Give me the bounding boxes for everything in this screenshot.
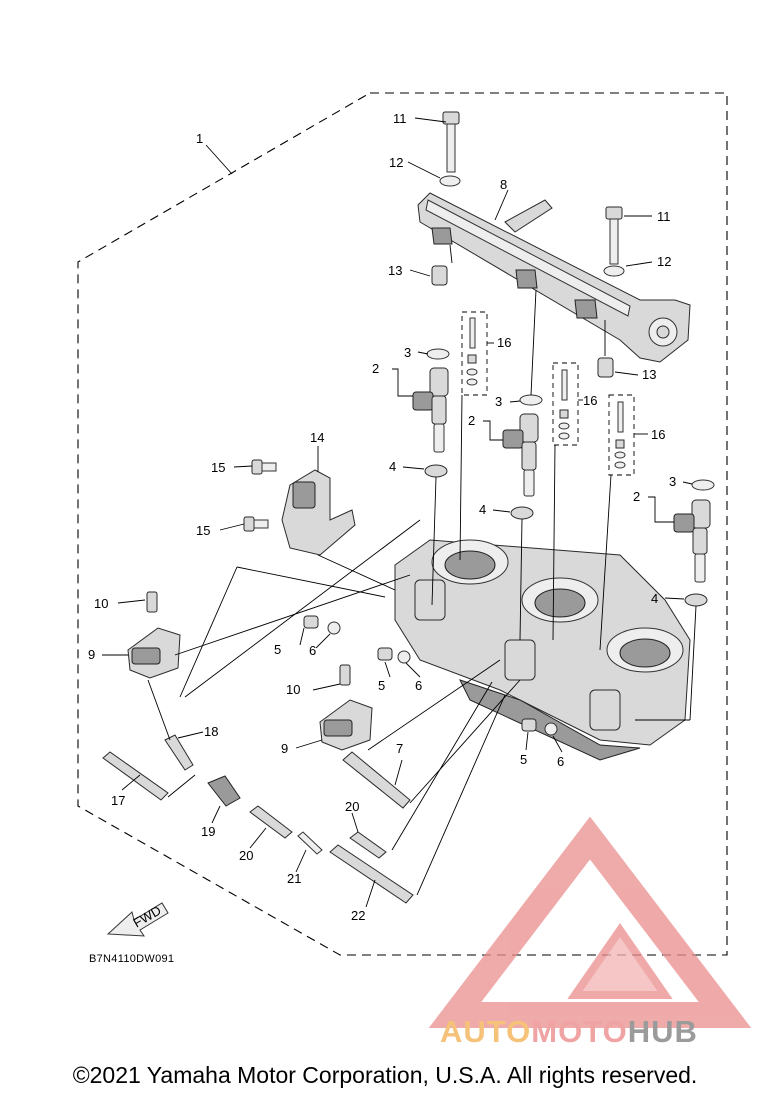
diagram-code: B7N4110DW091 xyxy=(89,953,174,965)
injector-3 xyxy=(673,479,715,607)
clip-6-c xyxy=(544,722,558,736)
watermark-text: AUTOMOTOHUB xyxy=(440,1014,698,1050)
hose-22 xyxy=(329,844,414,904)
callout-22: 22 xyxy=(351,908,365,923)
hose-20-right xyxy=(349,831,387,859)
watermark-hub: HUB xyxy=(627,1014,698,1049)
hose-7 xyxy=(342,751,411,809)
callout-1: 1 xyxy=(196,131,203,146)
cap-5-a xyxy=(303,615,319,629)
callout-14: 14 xyxy=(310,430,324,445)
callout-16-left: 16 xyxy=(497,335,511,350)
callout-6-a: 6 xyxy=(309,643,316,658)
joint-21 xyxy=(297,831,323,855)
cap-5-b xyxy=(377,647,393,661)
callout-3-middle: 3 xyxy=(495,394,502,409)
callout-17: 17 xyxy=(111,793,125,808)
callout-2-left: 2 xyxy=(372,361,379,376)
callout-3-right: 3 xyxy=(669,474,676,489)
callout-16-right: 16 xyxy=(651,427,665,442)
washer-12-right xyxy=(603,265,625,277)
callout-6-b: 6 xyxy=(415,678,422,693)
callout-15-lower: 15 xyxy=(196,523,210,538)
callout-5-b: 5 xyxy=(378,678,385,693)
copyright-notice: ©2021 Yamaha Motor Corporation, U.S.A. A… xyxy=(72,1062,698,1088)
seal-kit-16-right xyxy=(608,394,635,476)
callout-21: 21 xyxy=(287,871,301,886)
callout-11-right: 11 xyxy=(657,209,671,224)
joint-19 xyxy=(207,775,241,807)
forward-arrow: FWD xyxy=(106,902,169,937)
callout-11-top: 11 xyxy=(393,111,407,126)
seal-kit-16-middle xyxy=(552,362,579,446)
fuel-rail xyxy=(417,192,691,363)
injector-1 xyxy=(412,348,450,478)
exploded-parts-diagram: FWD xyxy=(77,92,752,1028)
screw-15-upper xyxy=(251,459,277,475)
bolt-11-left xyxy=(442,111,460,173)
collar-13-left xyxy=(431,265,448,286)
callout-6-c: 6 xyxy=(557,754,564,769)
cap-5-c xyxy=(521,718,537,732)
callout-numbers: 1 11 12 8 13 11 12 13 3 2 16 3 2 16 16 3… xyxy=(88,111,676,923)
callout-5-c: 5 xyxy=(520,752,527,767)
bolt-11-right xyxy=(605,206,623,265)
callout-12-right: 12 xyxy=(657,254,671,269)
assembly-boundary xyxy=(77,92,728,956)
washer-12-left xyxy=(439,175,461,187)
callout-16-middle: 16 xyxy=(583,393,597,408)
throttle-position-sensor xyxy=(281,469,356,556)
callout-10-upper: 10 xyxy=(94,596,108,611)
watermark-auto: AUTO xyxy=(440,1014,532,1049)
callout-2-right: 2 xyxy=(633,489,640,504)
callout-leaders xyxy=(102,117,693,908)
watermark-moto: MOTO xyxy=(531,1014,628,1049)
callout-19: 19 xyxy=(201,824,215,839)
clip-6-b xyxy=(397,650,411,664)
callout-15-upper: 15 xyxy=(211,460,225,475)
hose-18 xyxy=(164,734,194,771)
injector-2 xyxy=(502,394,543,520)
pressure-sensor-9-upper xyxy=(127,591,181,679)
callout-5-a: 5 xyxy=(274,642,281,657)
hose-17 xyxy=(102,751,169,801)
clip-6-a xyxy=(327,621,341,635)
throttle-body xyxy=(394,539,691,761)
callout-4-right: 4 xyxy=(651,591,658,606)
callout-20-left: 20 xyxy=(239,848,253,863)
callout-18: 18 xyxy=(204,724,218,739)
callout-3-left: 3 xyxy=(404,345,411,360)
watermark-logo xyxy=(428,816,752,1028)
seal-kit-16-left xyxy=(461,311,488,396)
assembly-lines xyxy=(147,244,697,896)
callout-7: 7 xyxy=(396,741,403,756)
callout-10-lower: 10 xyxy=(286,682,300,697)
callout-4-left: 4 xyxy=(389,459,396,474)
callout-12-top: 12 xyxy=(389,155,403,170)
callout-4-middle: 4 xyxy=(479,502,486,517)
callout-2-middle: 2 xyxy=(468,413,475,428)
hose-20-left xyxy=(249,805,293,839)
callout-13-left: 13 xyxy=(388,263,402,278)
callout-8: 8 xyxy=(500,177,507,192)
callout-13-right: 13 xyxy=(642,367,656,382)
callout-9-lower: 9 xyxy=(281,741,288,756)
collar-13-right xyxy=(597,357,614,378)
callout-9-upper: 9 xyxy=(88,647,95,662)
callout-20-right: 20 xyxy=(345,799,359,814)
screw-15-lower xyxy=(243,516,269,532)
pressure-sensor-9-lower xyxy=(319,664,373,751)
